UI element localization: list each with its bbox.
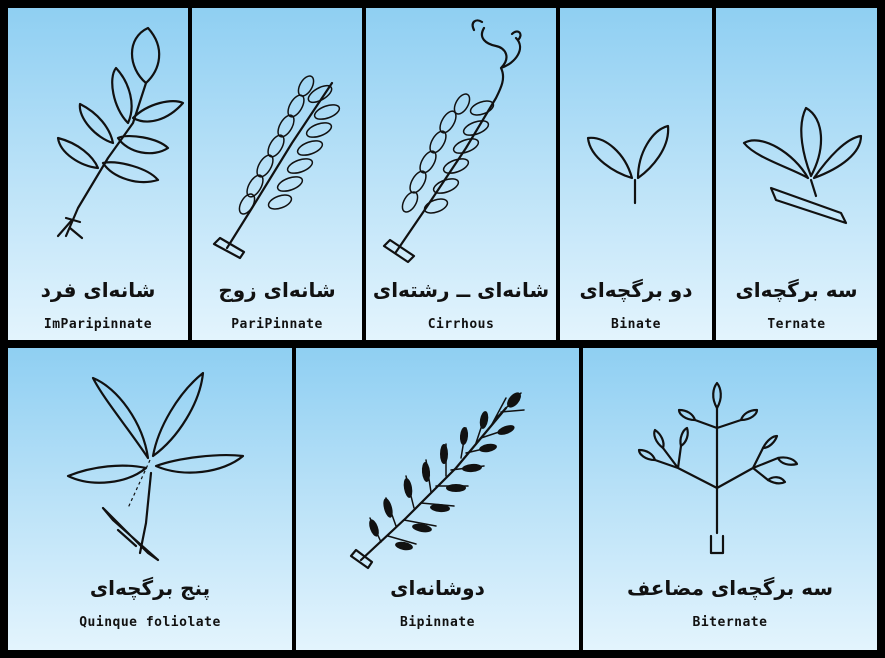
cell-quinque-foliolate: پنج برگچه‌ای Quinque foliolate bbox=[8, 348, 292, 650]
cirrhous-persian-label: شانه‌ای ــ رشته‌ای bbox=[366, 278, 556, 302]
bipinnate-english-label: Bipinnate bbox=[296, 615, 579, 630]
ternate-persian-label: سه برگچه‌ای bbox=[716, 278, 877, 302]
binate-persian-label: دو برگچه‌ای bbox=[560, 278, 712, 302]
quinque-foliolate-persian-label: پنج برگچه‌ای bbox=[8, 576, 292, 600]
quinque-foliolate-english-label: Quinque foliolate bbox=[8, 615, 292, 630]
biternate-english-label: Biternate bbox=[583, 615, 877, 630]
cell-imparipinnate: شانه‌ای فرد ImParipinnate bbox=[8, 8, 188, 340]
bipinnate-persian-label: دوشانه‌ای bbox=[296, 576, 579, 600]
bipinnate-leaf-drawing bbox=[296, 348, 579, 650]
cell-biternate: سه برگچه‌ای مضاعف Biternate bbox=[583, 348, 877, 650]
cell-cirrhous: شانه‌ای ــ رشته‌ای Cirrhous bbox=[366, 8, 556, 340]
cell-paripinnate: شانه‌ای زوج PariPinnate bbox=[192, 8, 362, 340]
cell-bipinnate: دوشانه‌ای Bipinnate bbox=[296, 348, 579, 650]
cirrhous-english-label: Cirrhous bbox=[366, 317, 556, 332]
quinque-foliolate-leaf-drawing bbox=[8, 348, 292, 650]
imparipinnate-persian-label: شانه‌ای فرد bbox=[8, 278, 188, 302]
paripinnate-persian-label: شانه‌ای زوج bbox=[192, 278, 362, 302]
biternate-persian-label: سه برگچه‌ای مضاعف bbox=[583, 576, 877, 600]
paripinnate-english-label: PariPinnate bbox=[192, 317, 362, 332]
cell-ternate: سه برگچه‌ای Ternate bbox=[716, 8, 877, 340]
ternate-english-label: Ternate bbox=[716, 317, 877, 332]
binate-english-label: Binate bbox=[560, 317, 712, 332]
biternate-leaf-drawing bbox=[583, 348, 877, 650]
cell-binate: دو برگچه‌ای Binate bbox=[560, 8, 712, 340]
imparipinnate-english-label: ImParipinnate bbox=[8, 317, 188, 332]
